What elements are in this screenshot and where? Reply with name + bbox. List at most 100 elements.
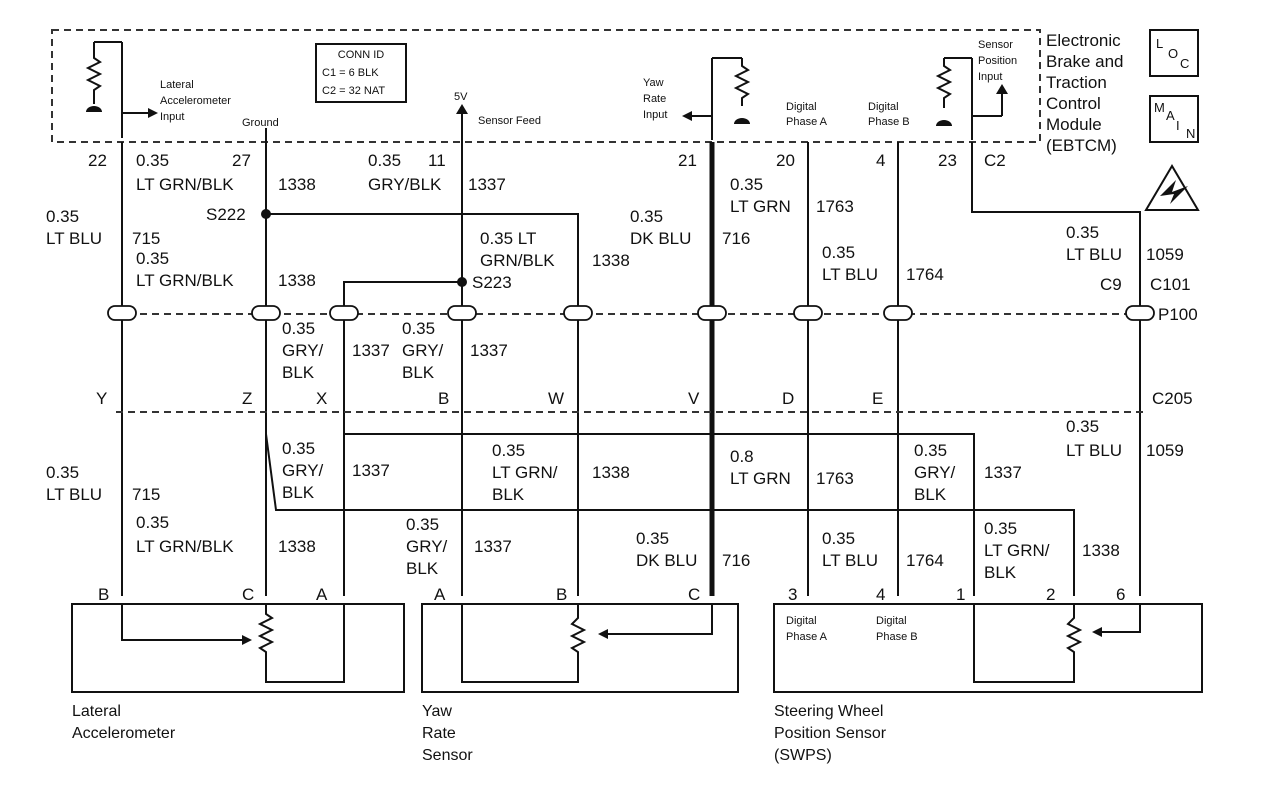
wire-1338c-color: GRN/BLK <box>480 251 555 270</box>
wire-1338f-color: LT GRN/ <box>984 541 1050 560</box>
wire-1338e-color2: BLK <box>492 485 525 504</box>
splice-s223-dot <box>457 277 467 287</box>
swps-pin-1: 1 <box>956 585 965 604</box>
wire-1338a-color: LT GRN/BLK <box>136 175 234 194</box>
wire-1337a-size: 0.35 <box>368 151 401 170</box>
ground-label: Ground <box>242 117 279 129</box>
wire-1764a-color: LT BLU <box>822 265 878 284</box>
wire-1337f-color2: BLK <box>914 485 947 504</box>
svg-text:O: O <box>1168 46 1178 61</box>
wire-716b-circuit: 716 <box>722 551 750 570</box>
wires <box>121 112 1141 596</box>
wire-1764b-circuit: 1764 <box>906 551 944 570</box>
pin-22: 22 <box>88 151 107 170</box>
lateral-accel-input-label-2: Accelerometer <box>160 95 231 107</box>
lateral-pin-c: C <box>242 585 254 604</box>
pin-11: 11 <box>428 151 446 170</box>
connector-p100: P100 <box>1158 305 1198 324</box>
c205-pin-x: X <box>316 389 327 408</box>
svg-text:A: A <box>1166 108 1175 123</box>
wire-1764b-size: 0.35 <box>822 529 855 548</box>
module-name-line-6: (EBTCM) <box>1046 136 1117 155</box>
yaw-input-resistor-icon <box>682 57 751 140</box>
esd-warning-icon <box>1144 164 1200 211</box>
module-name-line-4: Control <box>1046 94 1101 113</box>
wire-715b-size: 0.35 <box>46 463 79 482</box>
swps-phase-b-1: Digital <box>876 615 907 627</box>
wire-1337c-color: GRY/ <box>402 341 444 360</box>
wire-1763a-size: 0.35 <box>730 175 763 194</box>
p100-connectors <box>107 305 1155 321</box>
yaw-name-2: Rate <box>422 725 456 742</box>
wire-1338e-size: 0.35 <box>492 441 525 460</box>
yaw-name-3: Sensor <box>422 747 473 764</box>
lateral-accelerometer <box>71 603 405 693</box>
yaw-pin-c: C <box>688 585 700 604</box>
conn-id-c1: C1 = 6 BLK <box>322 67 379 79</box>
yaw-name-1: Yaw <box>422 703 452 720</box>
wire-1338d-circuit: 1338 <box>278 537 316 556</box>
wire-1337d-color: GRY/ <box>282 461 324 480</box>
swps-input-resistor-icon <box>935 57 1008 140</box>
wire-1763a-color: LT GRN <box>730 197 791 216</box>
wire-1338f-color2: BLK <box>984 563 1017 582</box>
lateral-input-resistor-icon <box>85 41 158 138</box>
svg-text:N: N <box>1186 126 1195 141</box>
wire-1338d-size: 0.35 <box>136 513 169 532</box>
module-name-line-3: Traction <box>1046 73 1107 92</box>
connector-c101: C101 <box>1150 275 1191 294</box>
swps-pin-2: 2 <box>1046 585 1055 604</box>
wire-1338f-size: 0.35 <box>984 519 1017 538</box>
five-v-label: 5V <box>454 91 468 103</box>
connector-c205: C205 <box>1152 389 1193 408</box>
c205-pin-z: Z <box>242 389 252 408</box>
sensor-position-input-label-2: Position <box>978 55 1017 67</box>
yaw-rate-input-label-1: Yaw <box>643 77 664 89</box>
wire-1338a-circuit: 1338 <box>278 175 316 194</box>
wire-1337d-circuit: 1337 <box>352 461 390 480</box>
c205-pin-v: V <box>688 389 700 408</box>
module-name-line-5: Module <box>1046 115 1102 134</box>
wire-1337f-color: GRY/ <box>914 463 956 482</box>
lateral-accel-input-label-1: Lateral <box>160 79 194 91</box>
digital-phase-a-label-2: Phase A <box>786 116 828 128</box>
wire-1764a-size: 0.35 <box>822 243 855 262</box>
wire-1338d-color: LT GRN/BLK <box>136 537 234 556</box>
svg-text:L: L <box>1156 36 1163 51</box>
pin-20: 20 <box>776 151 795 170</box>
wire-1764b-color: LT BLU <box>822 551 878 570</box>
svg-text:I: I <box>1176 118 1180 133</box>
wire-716a-size: 0.35 <box>630 207 663 226</box>
swps-name-2: Position Sensor <box>774 725 887 742</box>
wire-1338f-circuit: 1338 <box>1082 541 1120 560</box>
wire-1059a-size: 0.35 <box>1066 223 1099 242</box>
wire-1337e-circuit: 1337 <box>474 537 512 556</box>
swps-name-3: (SWPS) <box>774 747 832 764</box>
steering-wheel-position-sensor <box>773 603 1203 693</box>
lateral-accel-input-label-3: Input <box>160 111 184 123</box>
module-connector-c2: C2 <box>984 151 1006 170</box>
pin-27: 27 <box>232 151 251 170</box>
wire-1337b-circuit: 1337 <box>352 341 390 360</box>
svg-text:C: C <box>1180 56 1189 71</box>
wire-1338b-circuit: 1338 <box>278 271 316 290</box>
wire-1059b-circuit: 1059 <box>1146 441 1184 460</box>
swps-phase-b-2: Phase B <box>876 631 918 643</box>
c205-pin-b: B <box>438 389 449 408</box>
c205-pin-e: E <box>872 389 883 408</box>
yaw-pin-a: A <box>434 585 446 604</box>
wire-715-color: LT BLU <box>46 229 102 248</box>
ebtcm-dashed-outline <box>51 29 1041 143</box>
pin-23: 23 <box>938 151 957 170</box>
wire-1763b-color: LT GRN <box>730 469 791 488</box>
pin-21: 21 <box>678 151 697 170</box>
wire-1337e-color2: BLK <box>406 559 439 578</box>
wire-1337c-circuit: 1337 <box>470 341 508 360</box>
sensor-position-input-label-1: Sensor <box>978 39 1013 51</box>
c205-pin-y: Y <box>96 389 107 408</box>
wire-1338e-color: LT GRN/ <box>492 463 558 482</box>
swps-name-1: Steering Wheel <box>774 703 883 720</box>
wire-1764a-circuit: 1764 <box>906 265 944 284</box>
connector-c9: C9 <box>1100 275 1122 294</box>
swps-pin-6: 6 <box>1116 585 1125 604</box>
